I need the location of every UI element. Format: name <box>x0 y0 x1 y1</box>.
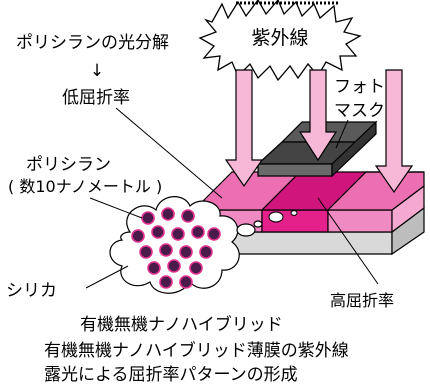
hybrid-label: 有機無機ナノハイブリッド <box>80 314 283 335</box>
silica-leader <box>85 265 129 289</box>
photomask-side <box>331 120 377 178</box>
high-refractive-index-label: 高屈折率 <box>330 291 394 310</box>
polysilane-dot <box>189 261 203 275</box>
polysilane-dot <box>167 259 181 273</box>
polysilane-dot <box>199 245 213 259</box>
uv-arrow-left <box>224 69 264 188</box>
polysilane-dot <box>159 243 173 257</box>
polysilane-dot <box>159 275 173 289</box>
polysilane-size-label: ( 数10ナノメートル ) <box>8 177 162 196</box>
low-refractive-index-label: 低屈折率 <box>62 88 130 108</box>
uv-burst-icon <box>198 0 362 82</box>
polysilane-dot <box>141 211 155 225</box>
photomask-label-line2: マスク <box>334 101 385 121</box>
photomask-label-line1: フォト <box>334 77 385 97</box>
photomask-top-face <box>257 163 333 177</box>
bubble <box>268 211 284 223</box>
high-index-leader <box>317 197 379 285</box>
photomask-leader <box>335 119 349 149</box>
polysilane-label: ポリシラン <box>26 155 111 175</box>
down-arrow-label: ↓ <box>90 61 104 81</box>
polysilane-dot <box>131 229 145 243</box>
caption-line1: 有機無機ナノハイブリッド薄膜の紫外線 <box>44 340 349 361</box>
film-front-right <box>327 209 393 233</box>
polysilane-dot <box>151 225 165 239</box>
polysilane-dot <box>207 227 221 241</box>
polysilane-dot <box>179 275 193 289</box>
polysilane-dot <box>179 245 193 259</box>
silica-label: シリカ <box>6 281 57 301</box>
polysilane-leader <box>89 197 143 219</box>
polysilane-dot <box>147 261 161 275</box>
low-index-leader <box>115 107 223 199</box>
uv-arrow-center <box>298 69 338 162</box>
polysilane-dot <box>181 209 195 223</box>
bubble <box>290 210 298 216</box>
polysilane-dot <box>161 207 175 221</box>
caption-line2: 露光による屈折率パターンの形成 <box>44 365 298 384</box>
uv-light-label: 紫外線 <box>251 27 308 49</box>
polysilane-dot <box>171 227 185 241</box>
polysilane-dot <box>139 245 153 259</box>
polysilane-dots <box>131 207 221 289</box>
polysilane-dot <box>191 225 205 239</box>
uv-arrow-right <box>374 69 414 194</box>
polysilane-photolysis-label: ポリシランの光分解 <box>16 33 169 53</box>
